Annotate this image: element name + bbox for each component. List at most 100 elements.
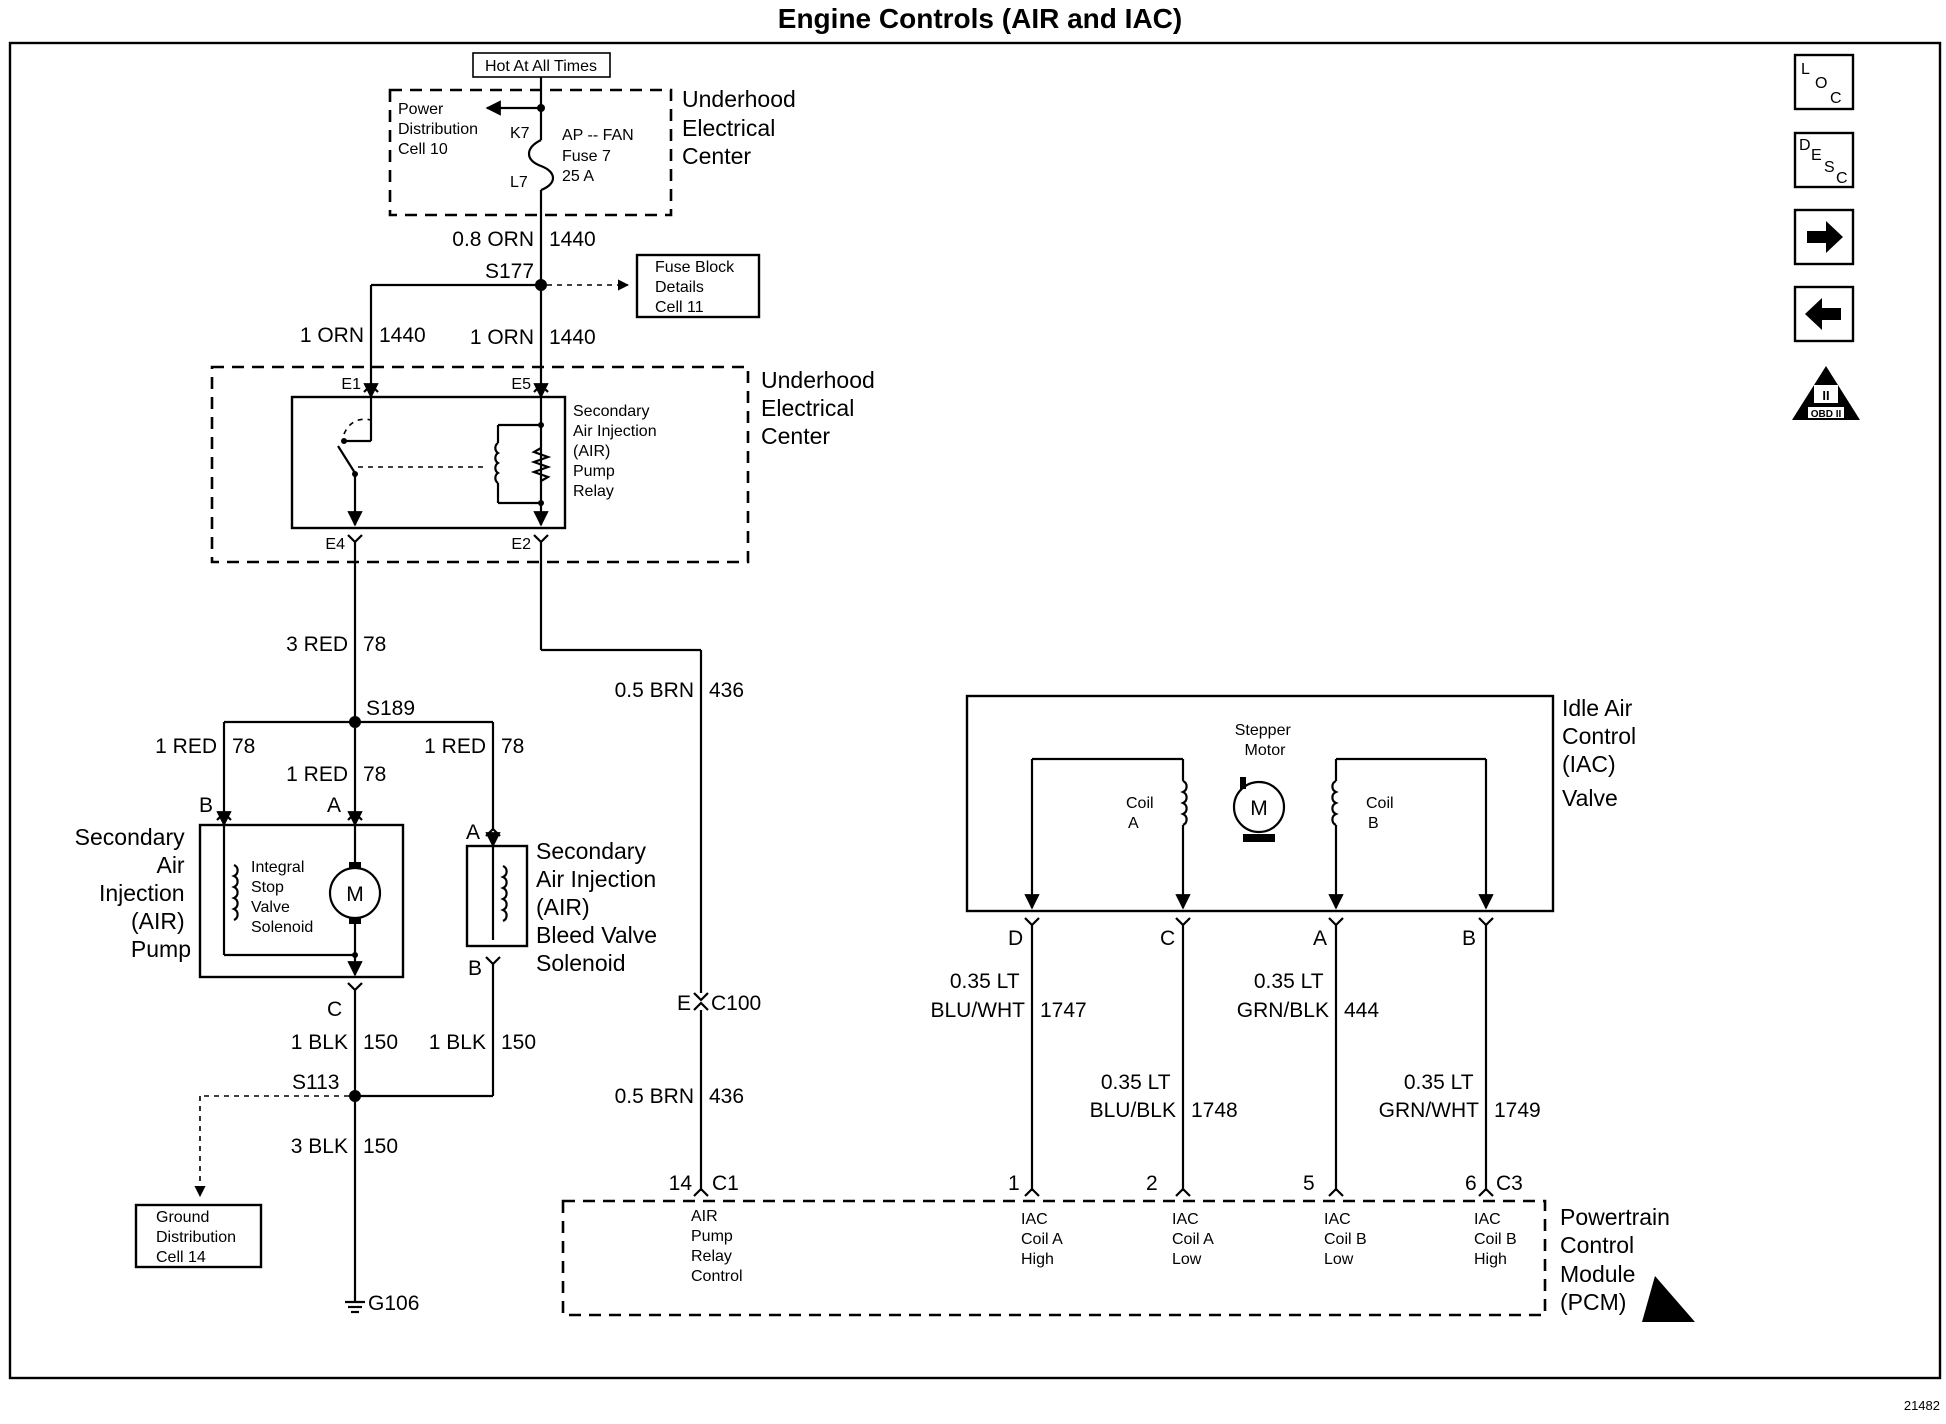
- pcm-iac2-label: IAC Coil A Low: [1172, 1211, 1217, 1268]
- wire-436-upper-color: 0.5 BRN: [615, 679, 694, 702]
- wire-444-color: 0.35 LT GRN/BLK: [1237, 970, 1329, 1022]
- bleed-valve-solenoid-icon: [500, 864, 508, 923]
- air-pump-pin-a-icon: [347, 811, 363, 821]
- desc-nav-button[interactable]: DESC: [1793, 131, 1855, 189]
- iac-pin-b-icon: [1478, 917, 1494, 927]
- wire-78-right-circuit: 78: [501, 735, 524, 758]
- obd-ii-icon[interactable]: II OBD II: [1792, 366, 1860, 420]
- connector-c100-pin: E: [677, 992, 691, 1015]
- air-pump-pin-c-icon: [347, 982, 363, 992]
- relay-resistor-icon: [530, 447, 552, 482]
- wire-150-main-circuit: 150: [363, 1135, 398, 1158]
- wire-436-lower-circuit: 436: [709, 1085, 744, 1108]
- iac-coil-a-icon: [1180, 779, 1188, 827]
- iac-coil-b-icon: [1331, 779, 1339, 827]
- power-distribution-ref: Power Distribution Cell 10: [398, 101, 482, 158]
- bleed-valve-pin-b-icon: [485, 956, 501, 966]
- wire-1749-color: 0.35 LT GRN/WHT: [1379, 1071, 1479, 1122]
- connector-c100-icon: [693, 992, 709, 1011]
- wire-78-mid-circuit: 78: [363, 763, 386, 786]
- iac-coil-a-label: Coil A: [1126, 795, 1158, 832]
- wire-1440-c-circuit: 1440: [549, 326, 596, 349]
- fuse-top-pin: K7: [510, 125, 530, 142]
- wire-1440-a-circuit: 1440: [549, 228, 596, 251]
- air-pump-name: Secondary Air Injection (AIR) Pump: [75, 824, 191, 962]
- svg-text:Ground Distribution: Ground Distribution Cell 14: [156, 1209, 240, 1266]
- bleed-valve-name: Secondary Air Injection (AIR) Bleed Valv…: [536, 838, 663, 976]
- ground-g106-icon: [345, 1300, 365, 1314]
- iac-coil-b-label: Coil B: [1366, 795, 1398, 832]
- figure-number: 21482: [1904, 1398, 1940, 1413]
- stop-valve-solenoid-icon: [231, 863, 239, 922]
- wire-150-main-color: 3 BLK: [291, 1135, 348, 1158]
- relay-pin-e2: E2: [511, 536, 531, 553]
- underhood-center-relay-label: Underhood Electrical Center: [761, 367, 881, 449]
- fuse-7-icon: [527, 139, 555, 192]
- svg-text:OBD II: OBD II: [1811, 409, 1842, 420]
- relay-pin-e4-icon: [347, 534, 363, 544]
- air-pump-inner-label: Integral Stop Valve Solenoid: [251, 859, 313, 936]
- wire-1440-b-color: 1 ORN: [300, 324, 364, 347]
- fuse-label: AP -- FAN Fuse 7 25 A: [562, 127, 638, 185]
- stepper-motor-label: Stepper Motor: [1235, 722, 1296, 759]
- back-nav-button[interactable]: [1793, 285, 1855, 343]
- iac-pin-c-icon: [1175, 917, 1191, 927]
- splice-s189-label: S189: [366, 697, 415, 720]
- stepper-motor-m: M: [1250, 797, 1268, 820]
- iac-pin-a-icon: [1328, 917, 1344, 927]
- wire-436-lower-color: 0.5 BRN: [615, 1085, 694, 1108]
- relay-pin-e1: E1: [341, 376, 361, 393]
- wire-1440-c-color: 1 ORN: [470, 326, 534, 349]
- esd-warning-icon: [1642, 1276, 1695, 1322]
- connector-c100-name: C100: [711, 992, 761, 1015]
- diagram-border: [8, 41, 1942, 1380]
- hot-at-all-times: Hot At All Times: [472, 52, 611, 78]
- relay-pin-e2-icon: [533, 534, 549, 544]
- pcm-box: [561, 1199, 1547, 1317]
- fuse-block-details-ref: Fuse Block Details Cell 11: [635, 253, 761, 319]
- iac-pin-b: B: [1462, 927, 1476, 950]
- pcm-iac6-label: IAC Coil B High: [1474, 1211, 1521, 1268]
- relay-pin-e5-icon: [533, 383, 549, 393]
- wire-150-left-circuit: 150: [363, 1031, 398, 1054]
- wire-78-main-color: 3 RED: [286, 633, 348, 656]
- svg-text:Hot At All Times: Hot At All Times: [485, 58, 597, 75]
- pcm-pin-1: 1: [1008, 1172, 1020, 1195]
- relay-pin-e4: E4: [325, 536, 345, 553]
- underhood-center-top-box: [388, 88, 673, 217]
- wire-78-left-circuit: 78: [232, 735, 255, 758]
- relay-pin-e1-icon: [363, 383, 379, 393]
- bleed-valve-pin-a: A: [466, 821, 480, 844]
- pcm-air-label: AIR Pump Relay Control: [691, 1208, 743, 1285]
- wire-1748-color: 0.35 LT BLU/BLK: [1090, 1071, 1176, 1122]
- air-pump-pin-b: B: [199, 794, 213, 817]
- iac-pin-c: C: [1160, 927, 1175, 950]
- wire-1747-circuit: 1747: [1040, 999, 1087, 1022]
- air-pump-pin-b-icon: [216, 811, 232, 821]
- air-pump-motor-label: M: [346, 883, 364, 906]
- wire-1747-color: 0.35 LT BLU/WHT: [931, 970, 1026, 1022]
- wire-1440-a-color: 0.8 ORN: [452, 228, 534, 251]
- wire-150-left-color: 1 BLK: [291, 1031, 348, 1054]
- wire-78-main-circuit: 78: [363, 633, 386, 656]
- loc-nav-button[interactable]: LOC: [1793, 53, 1855, 111]
- diagram-title: Engine Controls (AIR and IAC): [778, 3, 1182, 34]
- pcm-pin-icons: [693, 1187, 1494, 1197]
- wire-1748-circuit: 1748: [1191, 1099, 1238, 1122]
- stepper-motor-icon: [1232, 780, 1286, 834]
- pcm-pin-6: 6: [1465, 1172, 1477, 1195]
- wire-150-right-color: 1 BLK: [429, 1031, 486, 1054]
- fuse-bottom-pin: L7: [510, 174, 528, 191]
- iac-pin-a: A: [1313, 927, 1327, 950]
- underhood-center-top-label: Underhood Electrical Center: [682, 86, 802, 169]
- relay-pin-e5: E5: [511, 376, 531, 393]
- bleed-valve-body: [465, 844, 529, 948]
- forward-nav-button[interactable]: [1793, 208, 1855, 266]
- bleed-valve-pin-b: B: [468, 957, 482, 980]
- air-pump-body: [198, 823, 405, 979]
- ground-distribution-ref: Ground Distribution Cell 14: [134, 1203, 263, 1269]
- relay-switch-contact: [337, 445, 356, 474]
- bleed-valve-pin-a-icon: [485, 827, 501, 837]
- air-pump-pin-c: C: [327, 998, 342, 1021]
- svg-text:II: II: [1822, 388, 1829, 403]
